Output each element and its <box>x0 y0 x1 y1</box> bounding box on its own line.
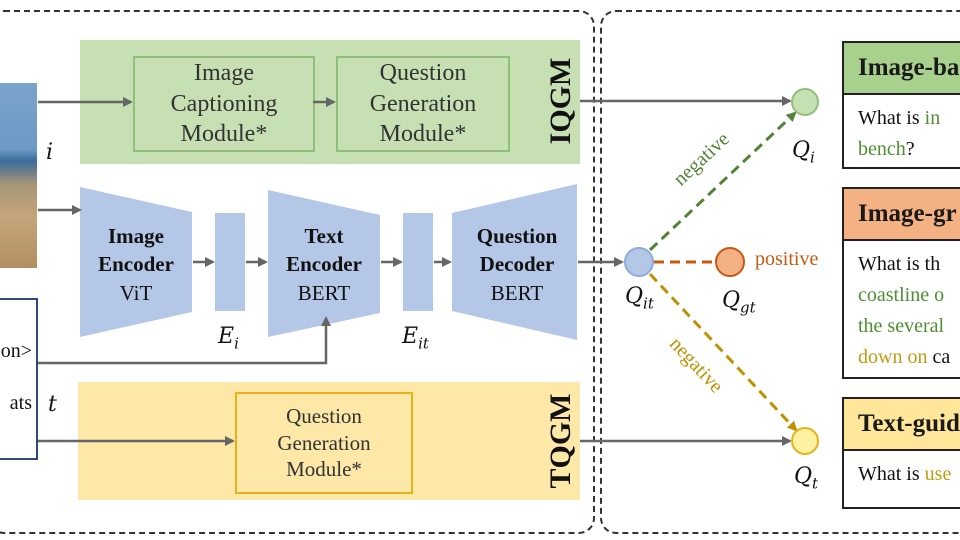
image-grounded-card-body: What is th coastline o the several down … <box>858 253 951 368</box>
label-Q-i: Qi <box>792 138 815 167</box>
text-encoder-shape <box>268 190 380 337</box>
negative-edge-qt <box>648 272 798 432</box>
text-guided-card-body: What is use <box>858 463 952 485</box>
image-encoder-model: ViT <box>119 280 153 305</box>
contrastive-panel <box>600 10 960 534</box>
image-captioning-module: Image Captioning Module* <box>133 56 315 152</box>
qgt-node <box>715 247 745 277</box>
label-Q-t: Qt <box>794 464 819 493</box>
positive-label: positive <box>755 248 819 270</box>
image-based-card-title: Image-ba <box>844 43 960 95</box>
text-feature-bar <box>403 213 433 311</box>
question-decoder-label: Question Decoder BERT <box>463 222 571 307</box>
image-variable-i: i <box>46 140 54 165</box>
question-decoder-title: Question Decoder <box>476 224 558 277</box>
text-encoder-label: Text Encoder BERT <box>272 222 376 307</box>
text-encoder-title: Text Encoder <box>286 224 362 277</box>
tqgm-question-generation-module: Question Generation Module* <box>235 392 413 494</box>
arrow-text-to-text-encoder <box>38 316 331 365</box>
question-decoder-shape <box>452 184 577 340</box>
label-Q-gt: Qgt <box>722 288 756 317</box>
question-decoder-model: BERT <box>490 280 544 305</box>
image-grounded-card-title: Image-gr <box>844 189 960 241</box>
text-guided-question-card: Text-guid What is use <box>842 397 960 509</box>
input-text-line-1: on> <box>0 340 32 362</box>
image-based-question-card: Image-ba What is in bench? <box>842 41 960 169</box>
generation-panel <box>0 10 595 534</box>
negative-edge-qi <box>648 111 797 252</box>
label-E-i: Ei <box>218 324 239 353</box>
text-variable-t: t <box>48 392 57 417</box>
image-encoder-title: Image Encoder <box>98 224 174 277</box>
text-encoder-model: BERT <box>297 280 351 305</box>
image-encoder-shape <box>80 187 192 337</box>
image-feature-bar <box>215 213 245 311</box>
label-Q-it: Qit <box>625 284 654 313</box>
label-E-it: Eit <box>402 324 429 353</box>
image-grounded-question-card: Image-gr What is th coastline o the seve… <box>842 187 960 379</box>
input-text-box: on> ats <box>0 298 38 460</box>
image-encoder-label: Image Encoder ViT <box>84 222 188 307</box>
input-text-line-2: ats <box>9 392 32 414</box>
input-image <box>0 83 37 268</box>
qt-node <box>791 427 819 455</box>
image-based-card-body: What is in bench? <box>858 107 941 160</box>
iqgm-question-generation-module: Question Generation Module* <box>336 56 510 152</box>
text-guided-card-title: Text-guid <box>844 399 960 451</box>
qit-node <box>624 247 654 277</box>
qi-node <box>791 88 819 116</box>
